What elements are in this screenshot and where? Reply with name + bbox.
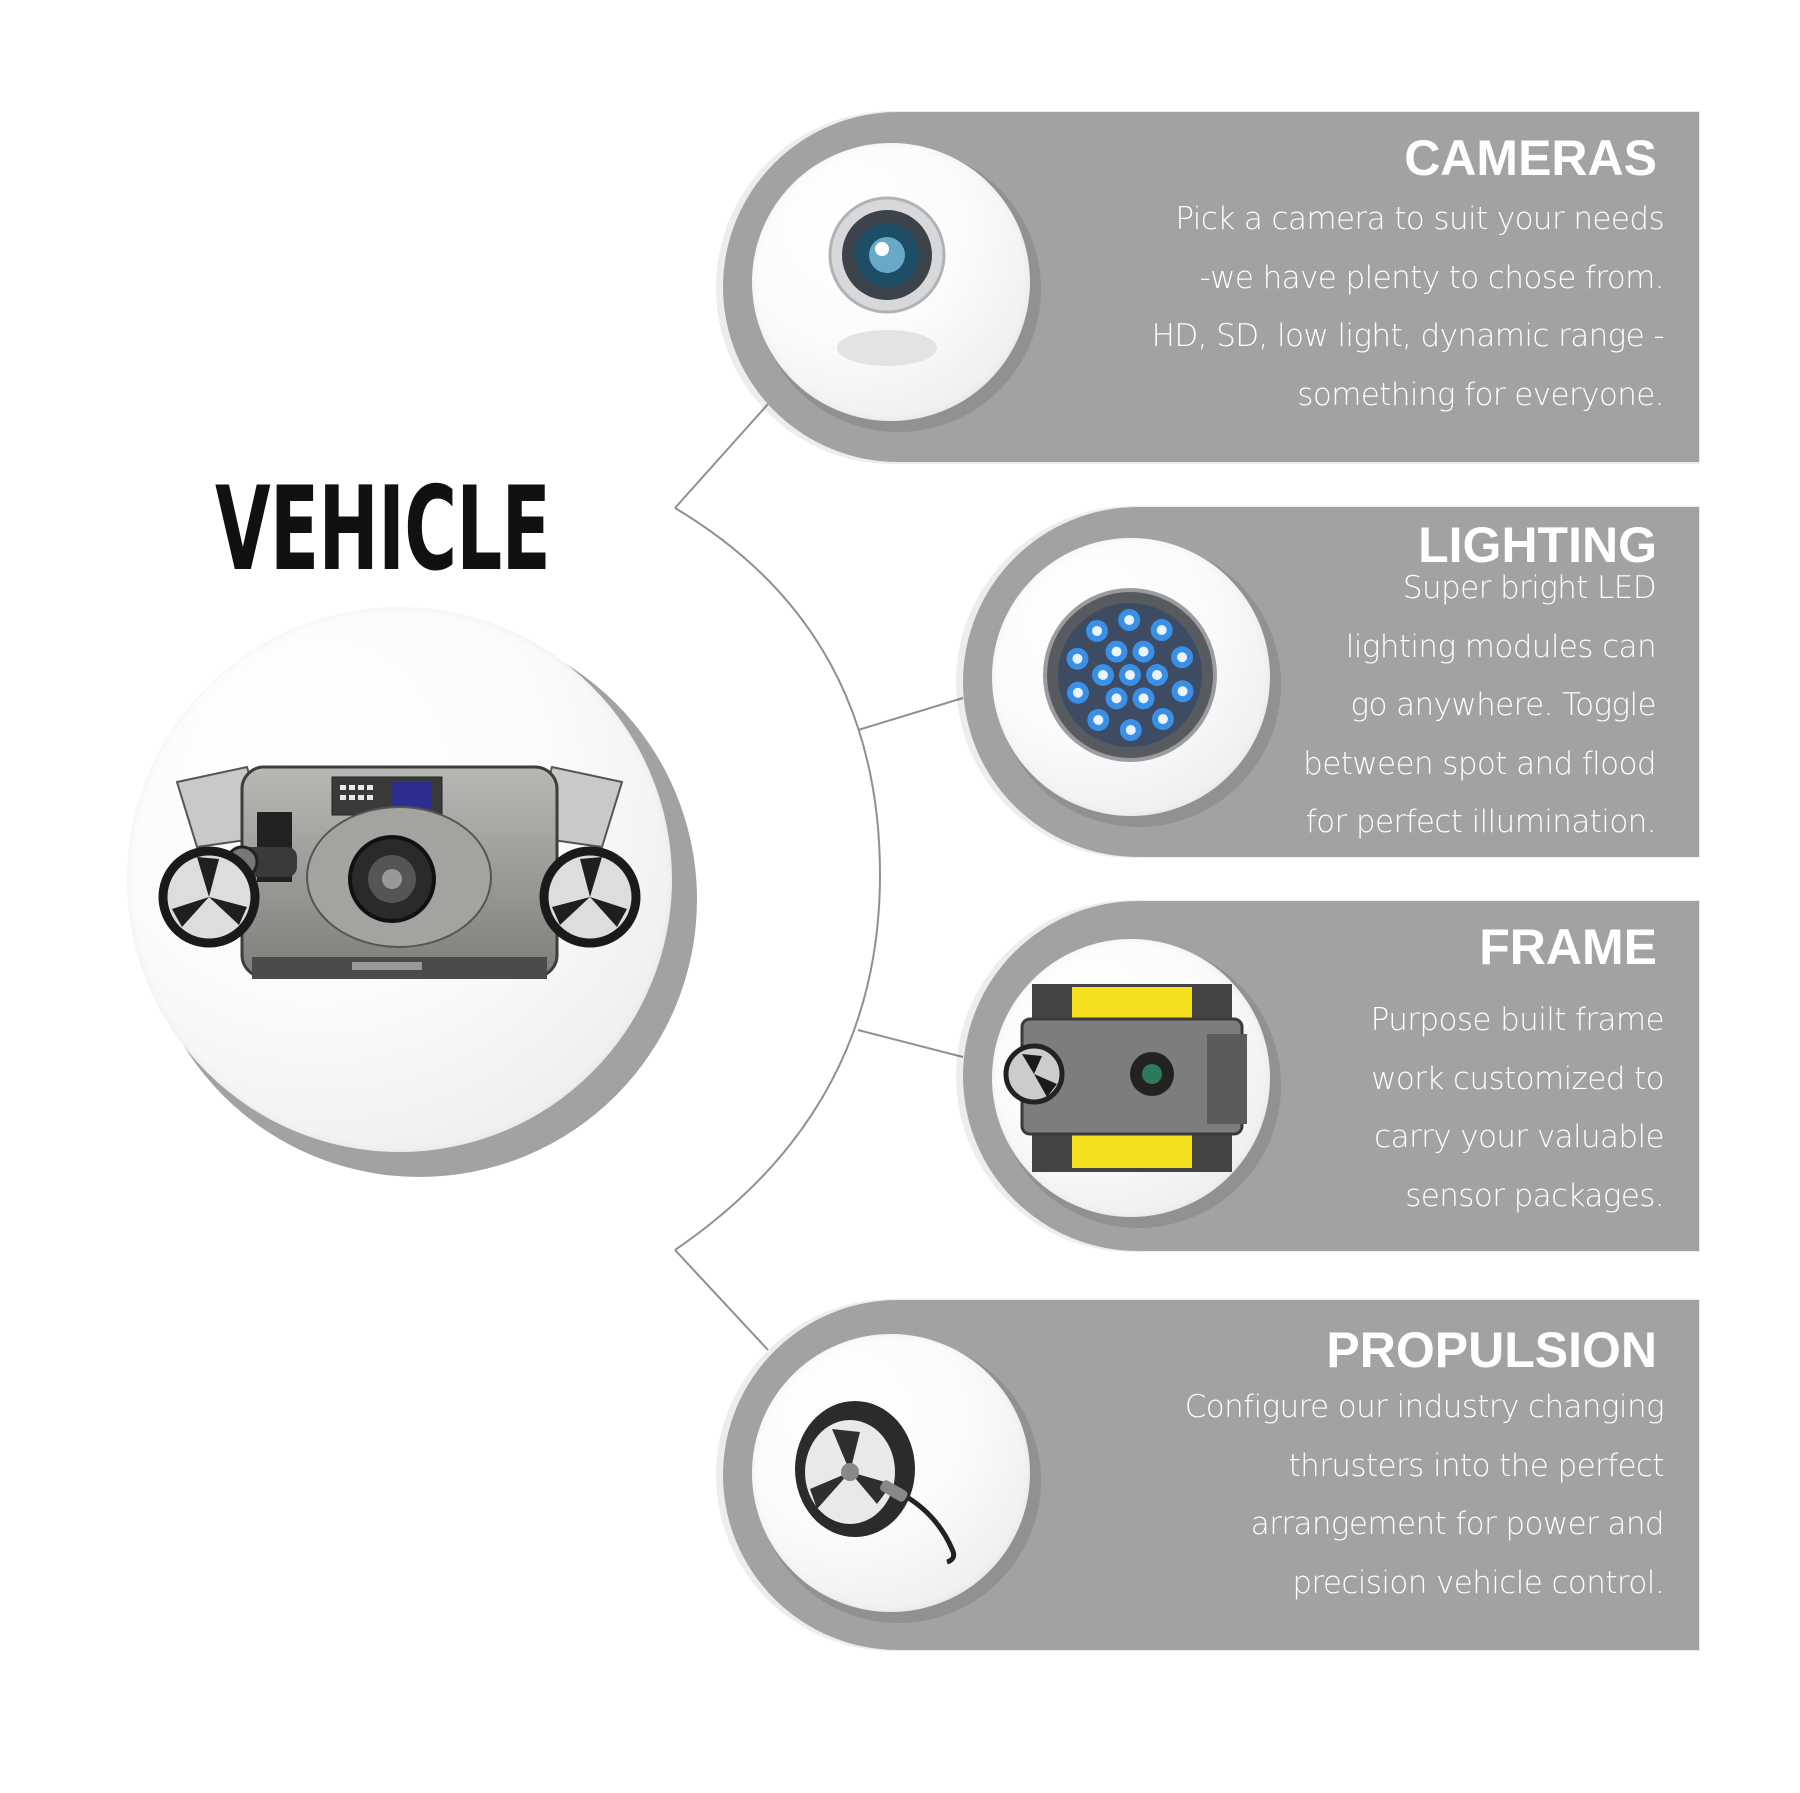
feature-title: CAMERAS: [1404, 130, 1657, 186]
connector-line-frame: [857, 1029, 964, 1058]
icon-circle-frame: [992, 939, 1270, 1217]
icon-circle-cameras: [752, 143, 1030, 421]
led-dot-highlight: [1125, 724, 1136, 735]
thruster-icon: [795, 1401, 957, 1565]
led-dot-highlight: [1098, 670, 1108, 680]
led-dot-highlight: [1072, 687, 1083, 698]
led-dot-highlight: [1093, 714, 1104, 725]
led-dot-highlight: [1072, 653, 1083, 664]
feature-description: Purpose built frame work customized to c…: [1370, 1002, 1665, 1214]
led-dot-highlight: [1125, 670, 1135, 680]
led-dot-highlight: [1138, 646, 1149, 657]
connector-line-propulsion: [674, 1249, 769, 1351]
led-light-icon: [1043, 588, 1217, 762]
feature-title: FRAME: [1479, 919, 1657, 975]
feature-description: Configure our industry changing thruster…: [1184, 1389, 1665, 1601]
page-title: VEHICLE: [215, 462, 551, 597]
icon-circle-propulsion: [752, 1334, 1030, 1612]
led-dot-highlight: [1157, 714, 1168, 725]
led-dot-highlight: [1156, 625, 1167, 636]
camera-icon: [828, 196, 946, 366]
led-dot-highlight: [1138, 693, 1149, 704]
led-dot-highlight: [1111, 693, 1122, 704]
led-dot-highlight: [1124, 615, 1135, 626]
connector-arc: [674, 507, 882, 1251]
frame-icon: [1003, 984, 1247, 1172]
led-dot-highlight: [1177, 686, 1188, 697]
feature-title: PROPULSION: [1326, 1322, 1657, 1378]
feature-description: Pick a camera to suit your needs -we hav…: [1151, 201, 1665, 413]
led-dot-highlight: [1152, 670, 1162, 680]
led-dot-highlight: [1092, 625, 1103, 636]
connector-line-lighting: [857, 697, 964, 731]
feature-description: Super bright LED lighting modules can go…: [1303, 570, 1656, 840]
connector-line-cameras: [674, 403, 769, 509]
underwater-rov-icon: [158, 765, 641, 979]
led-dot-highlight: [1111, 646, 1122, 657]
icon-circle-lighting: [992, 538, 1270, 816]
vehicle-circle: [127, 607, 672, 1152]
feature-title: LIGHTING: [1418, 517, 1657, 573]
led-dot-highlight: [1177, 652, 1188, 663]
